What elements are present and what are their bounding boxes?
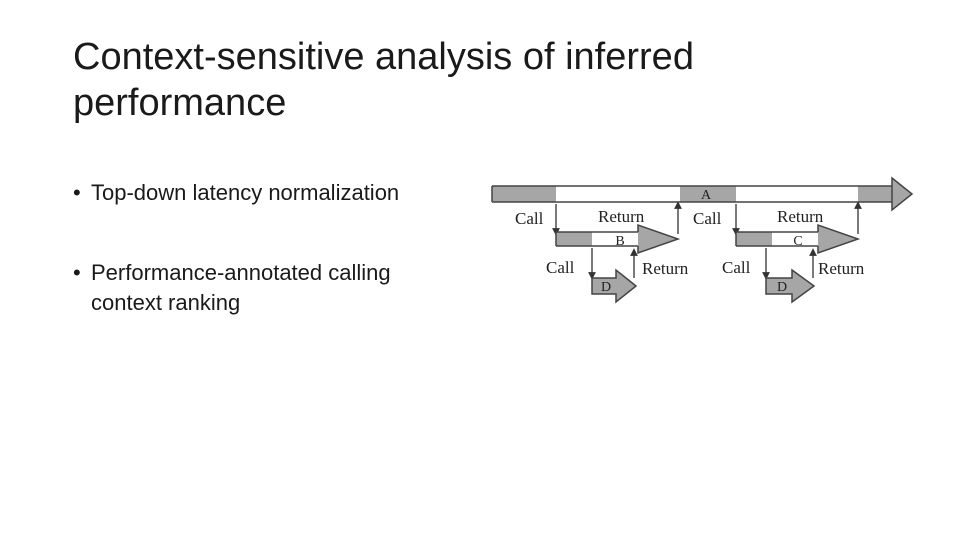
slide-title: Context-sensitive analysis of inferred p… (73, 36, 694, 124)
bullet-text: Performance-annotated calling context ra… (91, 260, 391, 315)
timeline-b-arrow (637, 223, 681, 255)
label-call: Call (722, 258, 751, 277)
label-call: Call (693, 209, 722, 228)
timeline-d-right-arrow (765, 268, 816, 304)
timeline-b-segment-light (592, 232, 638, 246)
label-return: Return (777, 207, 824, 226)
timeline-c-segment-light (772, 232, 818, 246)
timeline-d-right: D (765, 268, 816, 304)
timeline-b-segment-dark (556, 232, 592, 246)
label-return: Return (818, 259, 865, 278)
label-call: Call (515, 209, 544, 228)
timeline-a-arrowhead (891, 176, 914, 212)
timeline-a-segment-dark (680, 186, 736, 202)
bullet-item: • Performance-annotated calling context … (73, 258, 463, 318)
timeline-c-segment-dark (736, 232, 772, 246)
label-c: C (793, 234, 802, 249)
label-b: B (615, 234, 624, 249)
timeline-b-outline (555, 231, 638, 247)
bullet-marker: • (73, 180, 81, 205)
timeline-c-arrow (817, 223, 861, 255)
timeline-a-outline (491, 185, 892, 203)
timeline-a-segment-dark (858, 186, 892, 202)
bullet-marker: • (73, 260, 81, 285)
bullet-text: Top-down latency normalization (91, 180, 400, 205)
bullet-list: • Top-down latency normalization • Perfo… (73, 178, 463, 368)
timeline-c-outline (735, 231, 818, 247)
label-return: Return (642, 259, 689, 278)
timeline-a: A (491, 176, 914, 212)
label-d: D (777, 280, 787, 295)
timeline-a-segment-light (736, 186, 858, 202)
timeline-a-segment-dark (492, 186, 556, 202)
label-a: A (701, 188, 712, 203)
timeline-c: C (735, 223, 861, 255)
timeline-b: B (555, 223, 681, 255)
timeline-a-segment-light (556, 186, 680, 202)
timeline-d-left-arrow (591, 268, 638, 304)
label-d: D (601, 280, 611, 295)
call-timeline-diagram: A Call Return Call Return B C Call Retur… (491, 176, 914, 304)
label-call: Call (546, 258, 575, 277)
timeline-d-left: D (591, 268, 638, 304)
bullet-item: • Top-down latency normalization (73, 178, 463, 208)
label-return: Return (598, 207, 645, 226)
